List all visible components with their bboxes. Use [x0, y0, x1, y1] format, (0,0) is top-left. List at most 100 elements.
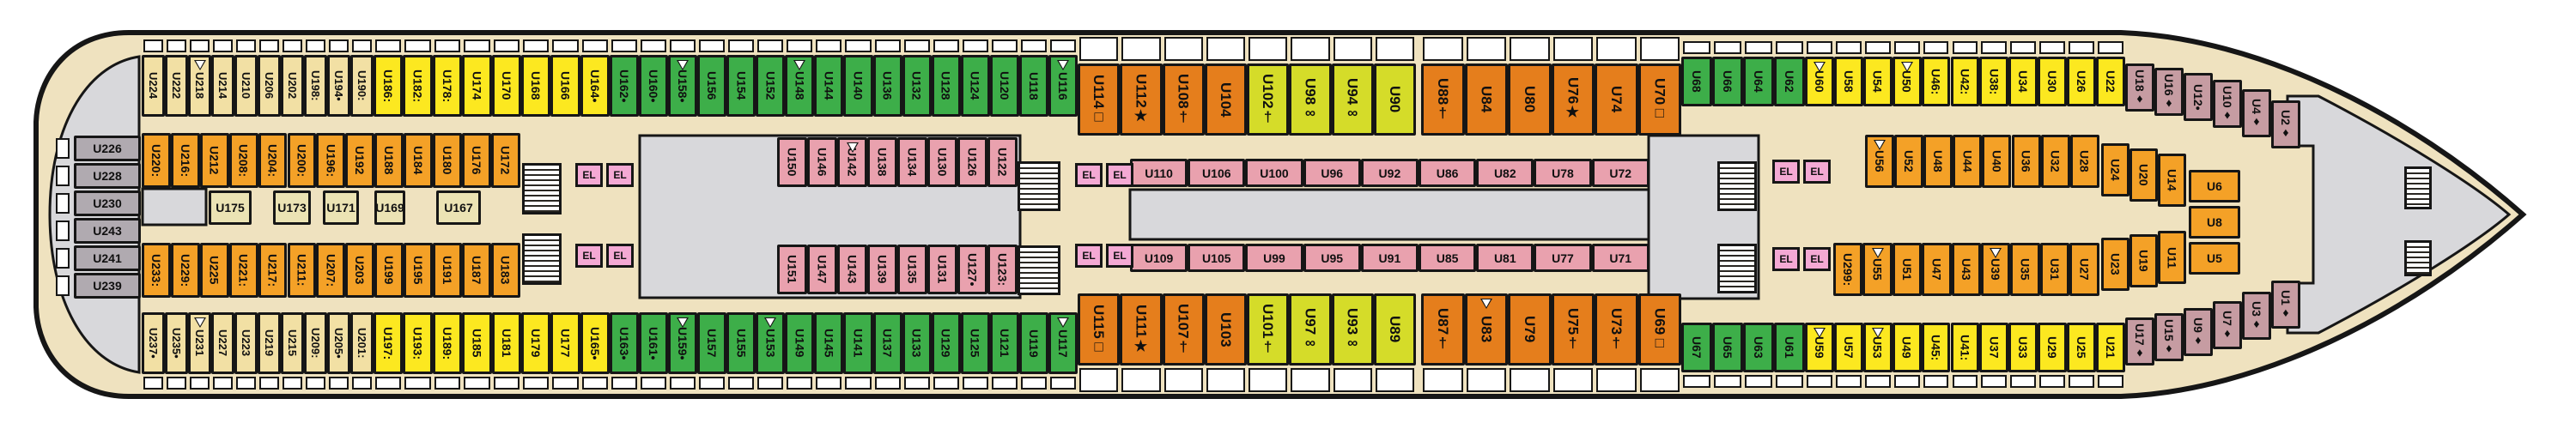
cabin-u211: U211: — [287, 243, 317, 298]
cabin-u65: U65 — [1712, 323, 1743, 372]
cabin-u62: U62 — [1774, 57, 1805, 106]
cabin-label: U73† — [1607, 307, 1625, 352]
cabin-u83: U83 — [1464, 293, 1508, 366]
cabin-label: U177 — [558, 329, 573, 358]
cabin-u72: U72 — [1591, 159, 1649, 187]
cabin-u227: U227 — [211, 312, 234, 374]
balcony — [329, 377, 349, 390]
cabin-label: U3♦ — [2250, 301, 2263, 330]
cabin-u208: U208: — [228, 133, 258, 188]
balcony — [143, 39, 163, 52]
balcony — [757, 377, 784, 390]
cabin-u59: U59 — [1805, 323, 1834, 372]
cabin-label: U190: — [355, 70, 368, 101]
balcony — [2010, 375, 2037, 388]
cabin-u143: U143 — [837, 245, 867, 294]
elevator: EL — [575, 244, 603, 268]
balcony — [1079, 37, 1119, 61]
cabin-label: U40 — [1990, 150, 2004, 172]
cabin-label: U82 — [1493, 166, 1516, 180]
cabin-label: U133 — [909, 329, 924, 358]
cabin-u181: U181 — [491, 312, 521, 374]
cabin-label: U9♦ — [2191, 317, 2205, 347]
cabin-label: U49 — [1899, 336, 1914, 359]
cabin-u193: U193: — [403, 312, 433, 374]
balcony — [1923, 375, 1949, 388]
elevator: EL — [1075, 244, 1103, 268]
cabin-label: U100 — [1260, 166, 1289, 180]
balcony — [283, 377, 302, 390]
cabin-label: U98∞ — [1302, 77, 1319, 122]
cabin-label: U72 — [1609, 166, 1632, 180]
cabin-label: U88† — [1434, 77, 1451, 122]
cabin-u73: U73† — [1595, 293, 1638, 366]
cabin-label: U10♦ — [2221, 86, 2234, 122]
cabin-u170: U170 — [491, 55, 521, 117]
cabin-u55: U55 — [1862, 243, 1893, 296]
cabin-label: U208: — [236, 143, 251, 178]
cabin-u105: U105 — [1188, 244, 1246, 272]
cabin-label: U76★ — [1564, 77, 1582, 122]
cabin-u52: U52 — [1894, 135, 1924, 188]
cabin-label: U143 — [845, 255, 860, 284]
cabin-label: U51 — [1899, 258, 1914, 281]
cabin-u115: U115□ — [1078, 293, 1121, 366]
cabin-label: U4♦ — [2250, 99, 2263, 128]
cabin-label: U29 — [2045, 336, 2060, 359]
connecting-door-marker — [1056, 317, 1069, 328]
elevator: EL — [1075, 163, 1103, 187]
cabin-label: U230 — [93, 196, 122, 210]
cabin-label: U205• — [332, 328, 345, 359]
cabin-u53: U53 — [1862, 323, 1893, 372]
cabin-label: U137 — [880, 329, 895, 358]
connecting-door-marker — [1874, 140, 1886, 150]
cabin-u95: U95 — [1303, 244, 1361, 272]
cabin-u207: U207: — [316, 243, 346, 298]
cabin-u180: U180 — [433, 133, 462, 188]
balcony — [56, 248, 70, 269]
balcony — [306, 377, 325, 390]
cabin-label: U191 — [440, 256, 454, 285]
cabin-u71: U71 — [1591, 244, 1649, 272]
cabin-label: U233: — [149, 253, 163, 287]
cabin-u220: U220: — [142, 133, 171, 188]
cabin-u128: U128 — [931, 55, 961, 117]
balcony — [1020, 39, 1047, 52]
cabin-u241: U241 — [74, 245, 141, 271]
cabin-label: U71 — [1609, 251, 1632, 265]
balcony — [167, 377, 186, 390]
cabin-label: U68 — [1690, 70, 1704, 93]
cabin-label: U184 — [411, 146, 426, 175]
cabin-label: U216: — [178, 143, 192, 178]
cabin-label: U181 — [499, 329, 513, 358]
balcony — [464, 377, 490, 390]
cabin-u243: U243 — [74, 218, 141, 244]
balcony — [699, 377, 726, 390]
cabin-label: U87† — [1434, 307, 1451, 352]
cabin-u154: U154 — [726, 55, 756, 117]
cabin-u40: U40 — [1982, 135, 2012, 188]
cabin-u81: U81 — [1476, 244, 1534, 272]
cabin-label: U144 — [822, 71, 836, 100]
connecting-door-marker — [193, 317, 206, 328]
cabin-u79: U79 — [1508, 293, 1552, 366]
cabin-u148: U148 — [785, 55, 815, 117]
cabin-label: U196: — [324, 143, 338, 178]
cabin-u177: U177 — [550, 312, 580, 374]
cabin-label: U123: — [995, 252, 1010, 287]
connecting-door-marker — [793, 60, 806, 70]
balcony — [1952, 41, 1978, 54]
cabin-label: U217: — [265, 253, 280, 287]
cabin-label: U37 — [1987, 336, 2002, 359]
cabin-label: U188 — [382, 146, 397, 175]
cabin-label: U57 — [1841, 336, 1856, 359]
cabin-u152: U152 — [756, 55, 786, 117]
balcony — [991, 39, 1018, 52]
cabin-label: U21 — [2103, 336, 2117, 359]
connecting-door-marker — [1990, 248, 2002, 258]
elevator: EL — [606, 163, 634, 187]
cabin-label: U180 — [440, 146, 454, 175]
cabin-u23: U23 — [2101, 238, 2129, 291]
cabin-u135: U135 — [897, 245, 927, 294]
cabin-label: U31 — [2047, 258, 2062, 281]
